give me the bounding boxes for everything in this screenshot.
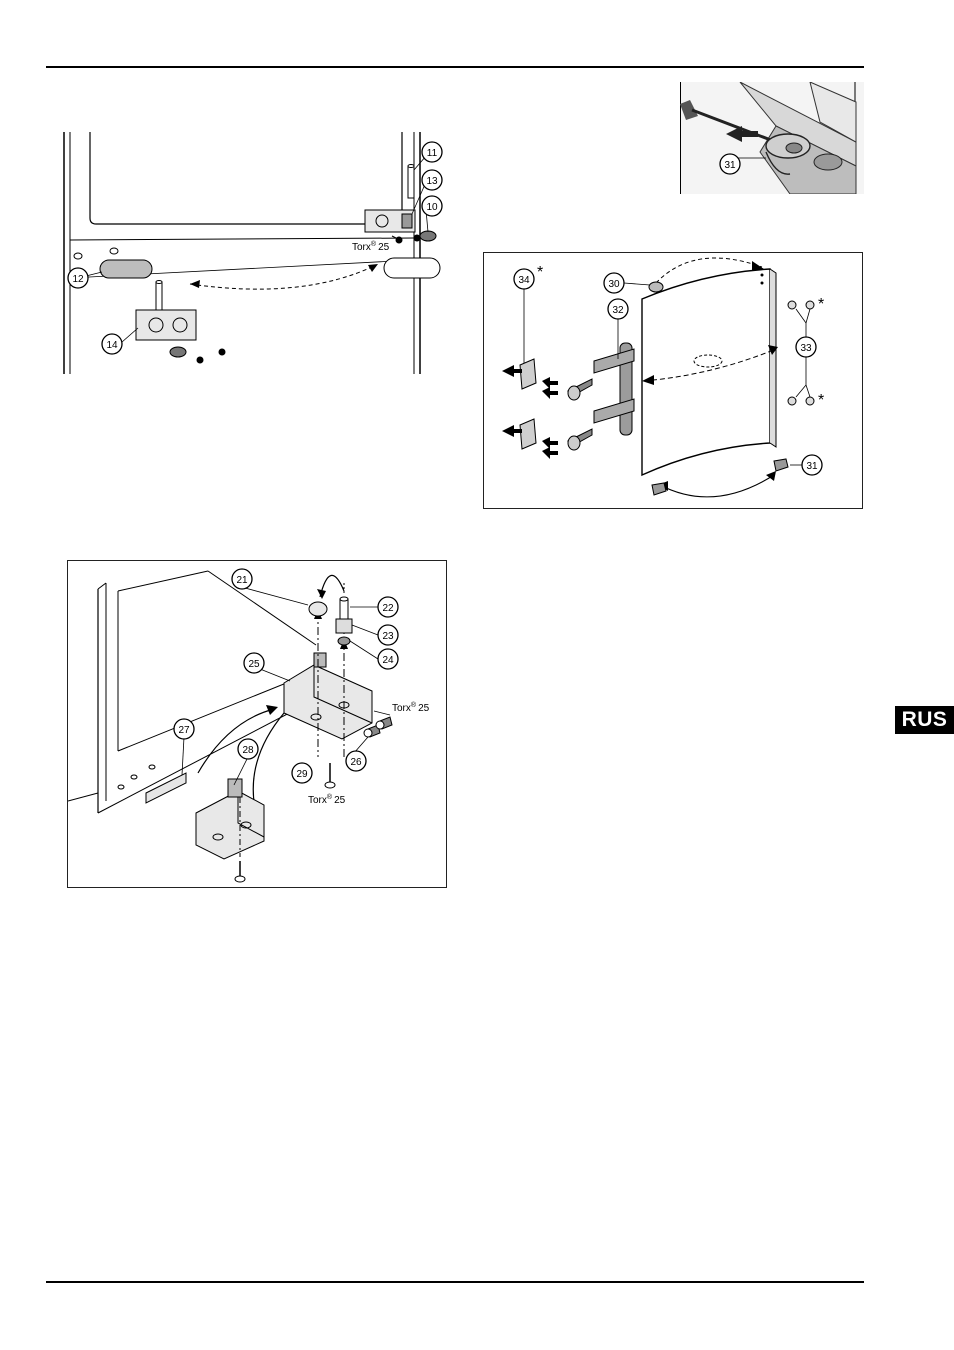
callout-25: 25 (244, 653, 264, 673)
callout-10: 10 (422, 196, 442, 216)
svg-text:Torx®25: Torx®25 (392, 701, 430, 714)
svg-text:24: 24 (382, 655, 394, 666)
svg-text:11: 11 (427, 148, 438, 159)
callout-29: 29 (292, 763, 312, 783)
svg-text:32: 32 (612, 305, 624, 316)
svg-text:23: 23 (382, 631, 394, 642)
top-rule (46, 66, 864, 68)
callout-33: 33 (796, 337, 816, 357)
figure-pry-hinge-photo: 31 (680, 82, 864, 194)
callout-21: 21 (232, 569, 252, 589)
figure-pry-hinge-photo-drawing: 31 (680, 82, 864, 194)
svg-text:31: 31 (724, 160, 736, 171)
svg-text:Torx®25: Torx®25 (308, 793, 346, 806)
svg-text:30: 30 (608, 279, 620, 290)
svg-text:28: 28 (242, 745, 254, 756)
svg-text:33: 33 (800, 343, 812, 354)
callout-30: 30 (604, 273, 624, 293)
callout-26: 26 (346, 751, 366, 771)
callout-31: 31 (720, 154, 740, 174)
callout-14: 14 (102, 334, 122, 354)
callout-32: 32 (608, 299, 628, 319)
svg-text:14: 14 (106, 340, 118, 351)
svg-text:29: 29 (296, 769, 308, 780)
callout-12: 12 (68, 268, 88, 288)
svg-text:22: 22 (382, 603, 394, 614)
svg-text:31: 31 (806, 461, 818, 472)
torx-label: Torx®25 (352, 240, 390, 253)
torx-label-upper: Torx®25 (392, 701, 430, 714)
figure-bottom-hinge: 21 22 23 24 25 26 27 28 (67, 560, 447, 888)
callout-13: 13 (422, 170, 442, 190)
figure-hinge-swap-drawing: 11 13 10 12 14 Torx®25 (62, 132, 446, 376)
svg-text:12: 12 (72, 274, 84, 285)
figure-bottom-hinge-drawing: 21 22 23 24 25 26 27 28 (68, 561, 446, 887)
asterisk-33-top: * (818, 296, 824, 313)
svg-text:13: 13 (426, 176, 438, 187)
asterisk-34: * (537, 264, 543, 281)
language-badge: RUS (895, 706, 954, 734)
bottom-rule (46, 1281, 864, 1283)
figure-door-handle: 34 30 32 33 31 * * * (483, 252, 863, 509)
svg-text:21: 21 (236, 575, 248, 586)
callout-28: 28 (238, 739, 258, 759)
svg-text:Torx®25: Torx®25 (352, 240, 390, 253)
callout-34: 34 (514, 269, 534, 289)
figure-door-handle-drawing: 34 30 32 33 31 * * * (484, 253, 862, 508)
torx-label-lower: Torx®25 (308, 793, 346, 806)
callout-24: 24 (378, 649, 398, 669)
svg-text:10: 10 (426, 202, 438, 213)
asterisk-33-bottom: * (818, 392, 824, 409)
callout-31b: 31 (802, 455, 822, 475)
svg-text:34: 34 (518, 275, 530, 286)
svg-text:26: 26 (350, 757, 362, 768)
callout-27: 27 (174, 719, 194, 739)
svg-text:27: 27 (178, 725, 190, 736)
callout-11: 11 (422, 142, 442, 162)
callout-22: 22 (378, 597, 398, 617)
callout-23: 23 (378, 625, 398, 645)
svg-text:25: 25 (248, 659, 260, 670)
figure-hinge-swap: 11 13 10 12 14 Torx®25 (62, 132, 446, 376)
